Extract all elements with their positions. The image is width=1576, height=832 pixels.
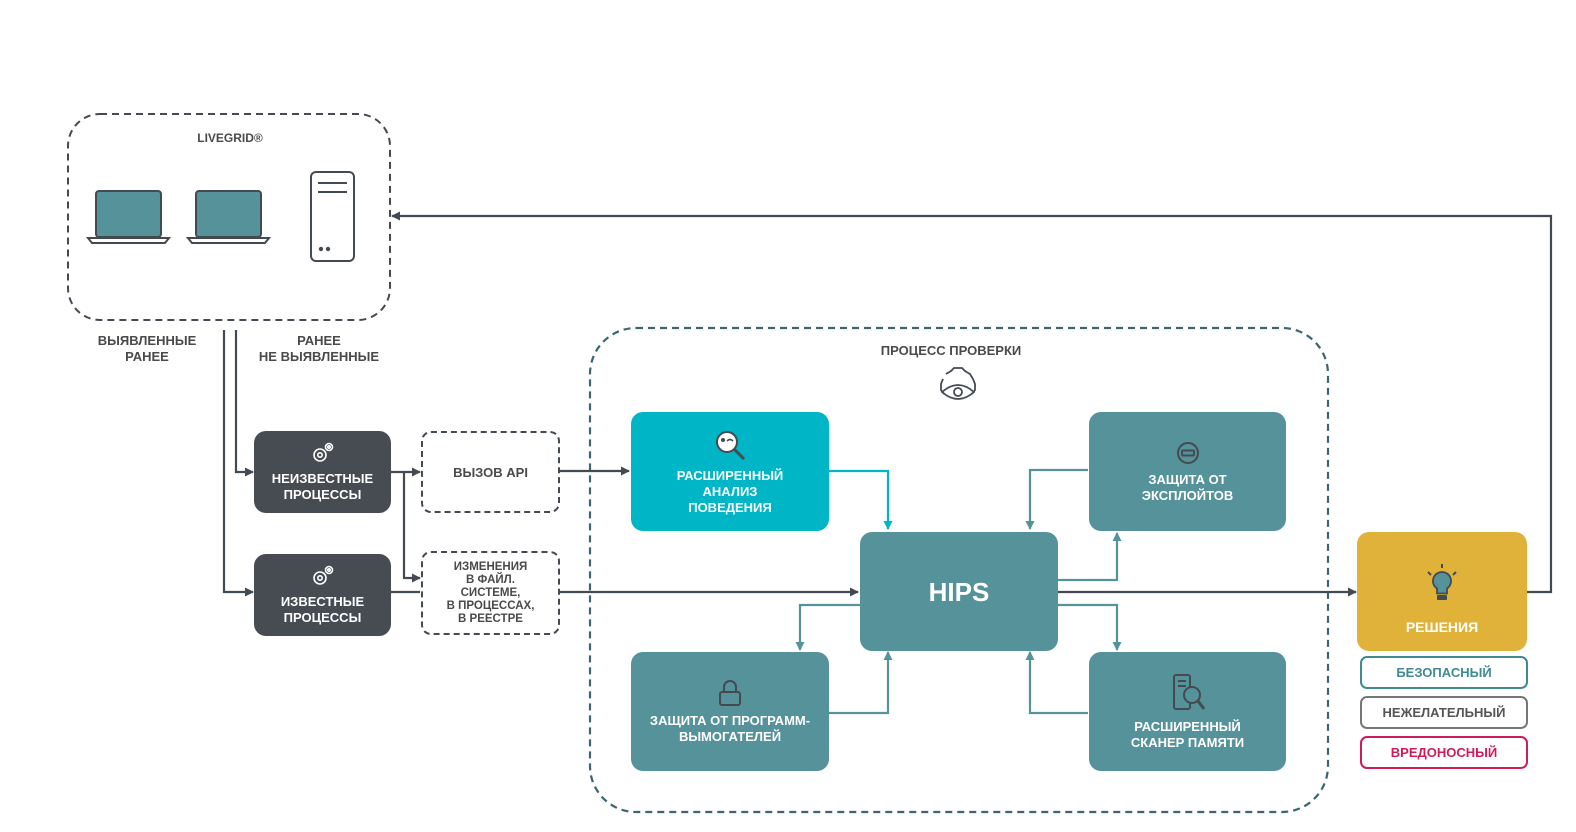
- arrow-hips-ransomware: [795, 603, 860, 651]
- arrow-behavior-hips: [829, 469, 893, 530]
- arrow-ransomware-hips: [829, 651, 893, 715]
- lock-icon: [719, 679, 741, 706]
- decisions-box: РЕШЕНИЯ: [1357, 532, 1527, 651]
- behavior-analysis-label: РАСШИРЕННЫЙ АНАЛИЗ ПОВЕДЕНИЯ: [676, 467, 784, 515]
- arrow-exploit-hips: [1025, 468, 1088, 530]
- unknown-processes-box: НЕИЗВЕСТНЫЕ ПРОЦЕССЫ: [254, 431, 391, 513]
- laptop-icon: [85, 190, 172, 244]
- arrow-unknown-changes: [402, 472, 421, 583]
- changes-box: ИЗМЕНЕНИЯ В ФАЙЛ. СИСТЕМЕ, В ПРОЦЕССАХ, …: [421, 551, 560, 635]
- eye-gear-icon: [940, 367, 976, 400]
- known-processes-box: ИЗВЕСТНЫЕ ПРОЦЕССЫ: [254, 554, 391, 636]
- behavior-analysis-box: РАСШИРЕННЫЙ АНАЛИЗ ПОВЕДЕНИЯ: [631, 412, 829, 531]
- memory-scanner-box: РАСШИРЕННЫЙ СКАНЕР ПАМЯТИ: [1089, 652, 1286, 771]
- verdict-safe: БЕЗОПАСНЫЙ: [1360, 656, 1528, 689]
- ransomware-shield-box: ЗАЩИТА ОТ ПРОГРАММ- ВЫМОГАТЕЛЕЙ: [631, 652, 829, 771]
- exploit-blocker-label: ЗАЩИТА ОТ ЭКСПЛОЙТОВ: [1141, 471, 1234, 503]
- scan-process-container: [588, 326, 1330, 814]
- memory-scanner-label: РАСШИРЕННЫЙ СКАНЕР ПАМЯТИ: [1130, 718, 1245, 750]
- verdict-unwanted: НЕЖЕЛАТЕЛЬНЫЙ: [1360, 696, 1528, 729]
- livegrid-container: [67, 113, 391, 321]
- arrow-not-detected: [234, 330, 254, 477]
- arrow-memory-hips: [1025, 651, 1088, 715]
- arrow-hips-memory: [1058, 603, 1122, 651]
- arrow-feedback: [391, 211, 1553, 594]
- decisions-label: РЕШЕНИЯ: [1405, 619, 1479, 635]
- unknown-processes-label: НЕИЗВЕСТНЫЕ ПРОЦЕССЫ: [271, 471, 374, 502]
- laptop-icon: [185, 190, 272, 244]
- livegrid-title: LIVEGRID®: [197, 131, 263, 145]
- hips-box: HIPS: [860, 532, 1058, 651]
- server-icon: [310, 171, 355, 262]
- no-entry-icon: [1176, 441, 1199, 464]
- arrow-hips-exploit: [1058, 532, 1122, 582]
- verdict-malicious: ВРЕДОНОСНЫЙ: [1360, 736, 1528, 769]
- known-processes-label: ИЗВЕСТНЫЕ ПРОЦЕССЫ: [280, 594, 365, 625]
- lightbulb-icon: [1427, 564, 1457, 600]
- exploit-blocker-box: ЗАЩИТА ОТ ЭКСПЛОЙТОВ: [1089, 412, 1286, 531]
- arrow-detected: [222, 330, 254, 597]
- label-detected-before: ВЫЯВЛЕННЫЕ РАНЕЕ: [97, 333, 197, 364]
- api-call-box: ВЫЗОВ API: [421, 431, 560, 513]
- label-not-detected-before: РАНЕЕ НЕ ВЫЯВЛЕННЫЕ: [258, 333, 380, 364]
- ransomware-shield-label: ЗАЩИТА ОТ ПРОГРАММ- ВЫМОГАТЕЛЕЙ: [649, 712, 811, 744]
- search-icon: [716, 430, 746, 460]
- memory-scan-icon: [1172, 673, 1205, 710]
- scan-process-title: ПРОЦЕСС ПРОВЕРКИ: [880, 343, 1022, 358]
- gear-icon: [312, 442, 333, 462]
- gear-icon: [312, 565, 333, 585]
- hips-label: HIPS: [928, 576, 990, 607]
